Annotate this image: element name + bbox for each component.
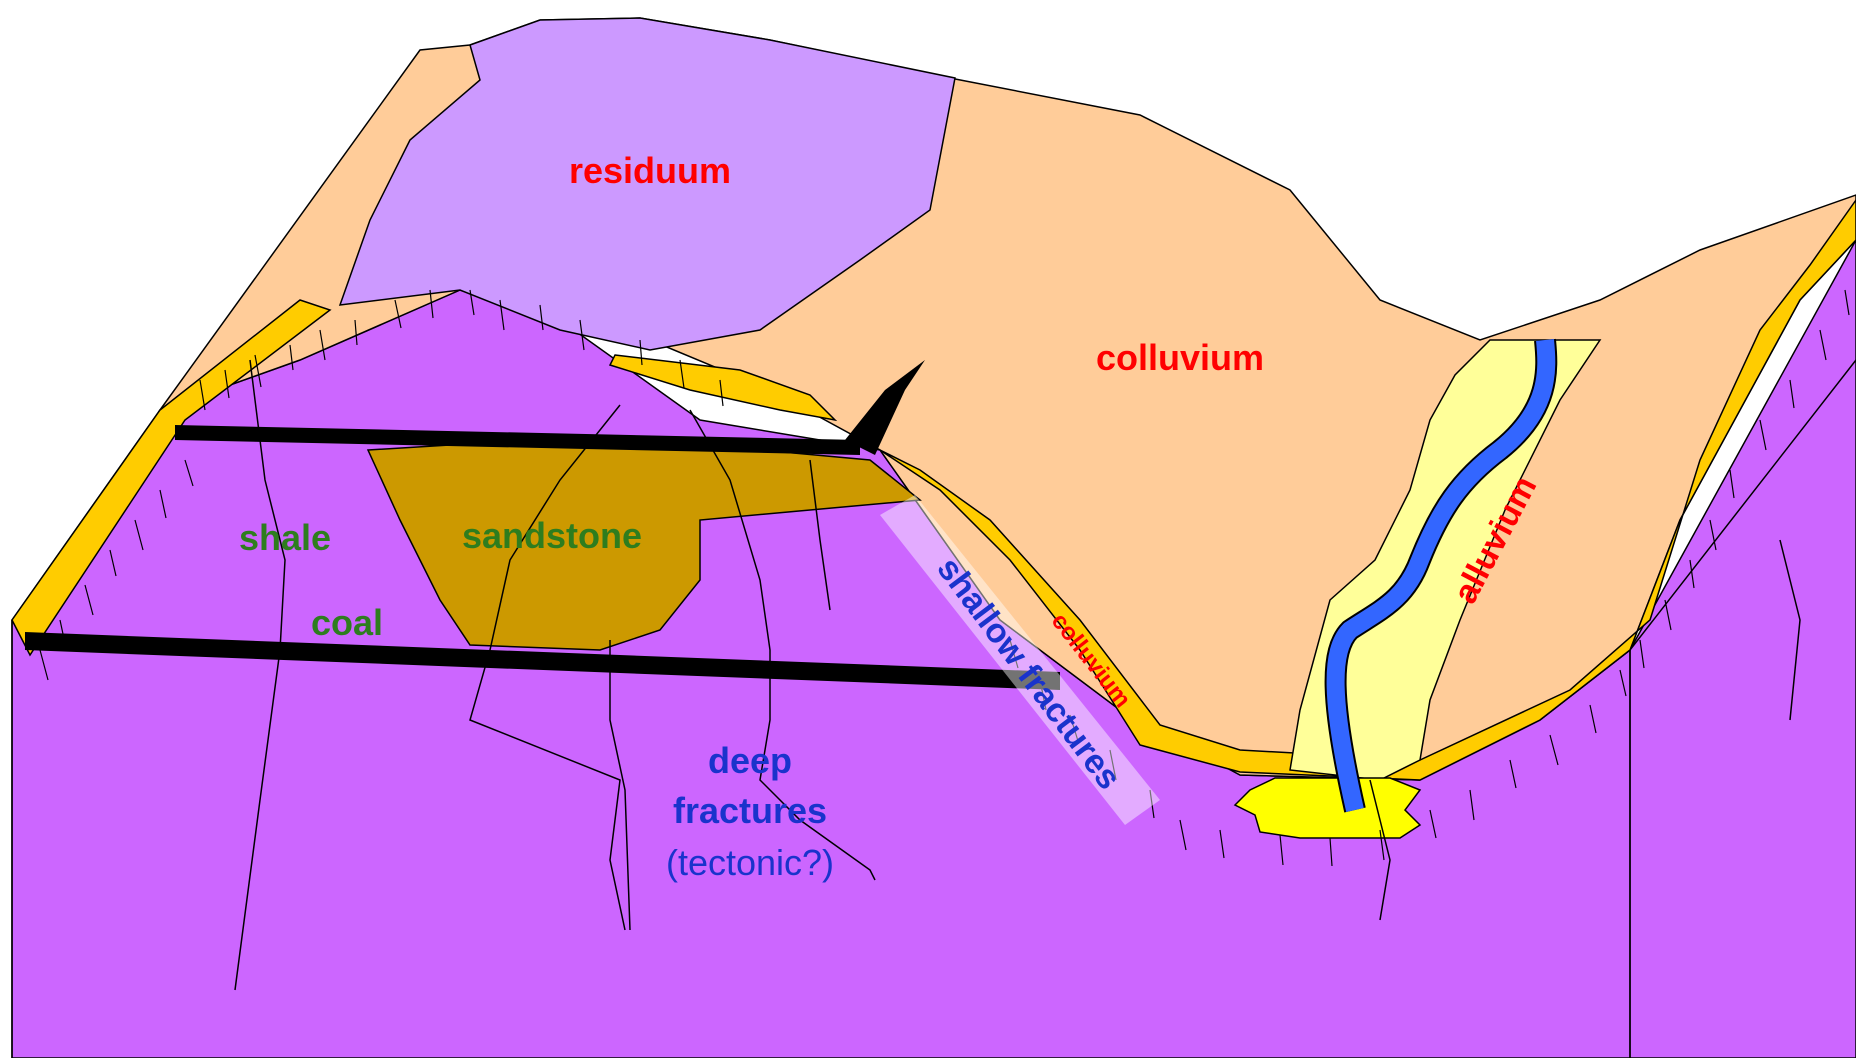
- label-sandstone: sandstone: [462, 515, 642, 556]
- label-shale: shale: [239, 517, 331, 558]
- alluvium-base: [1235, 778, 1420, 838]
- label-deep-fractures-note: (tectonic?): [666, 842, 834, 883]
- label-colluvium-main: colluvium: [1096, 337, 1264, 378]
- label-coal: coal: [311, 602, 383, 643]
- label-residuum: residuum: [569, 150, 731, 191]
- label-deep-fractures-line2: fractures: [673, 790, 827, 831]
- label-deep-fractures-line1: deep: [708, 740, 792, 781]
